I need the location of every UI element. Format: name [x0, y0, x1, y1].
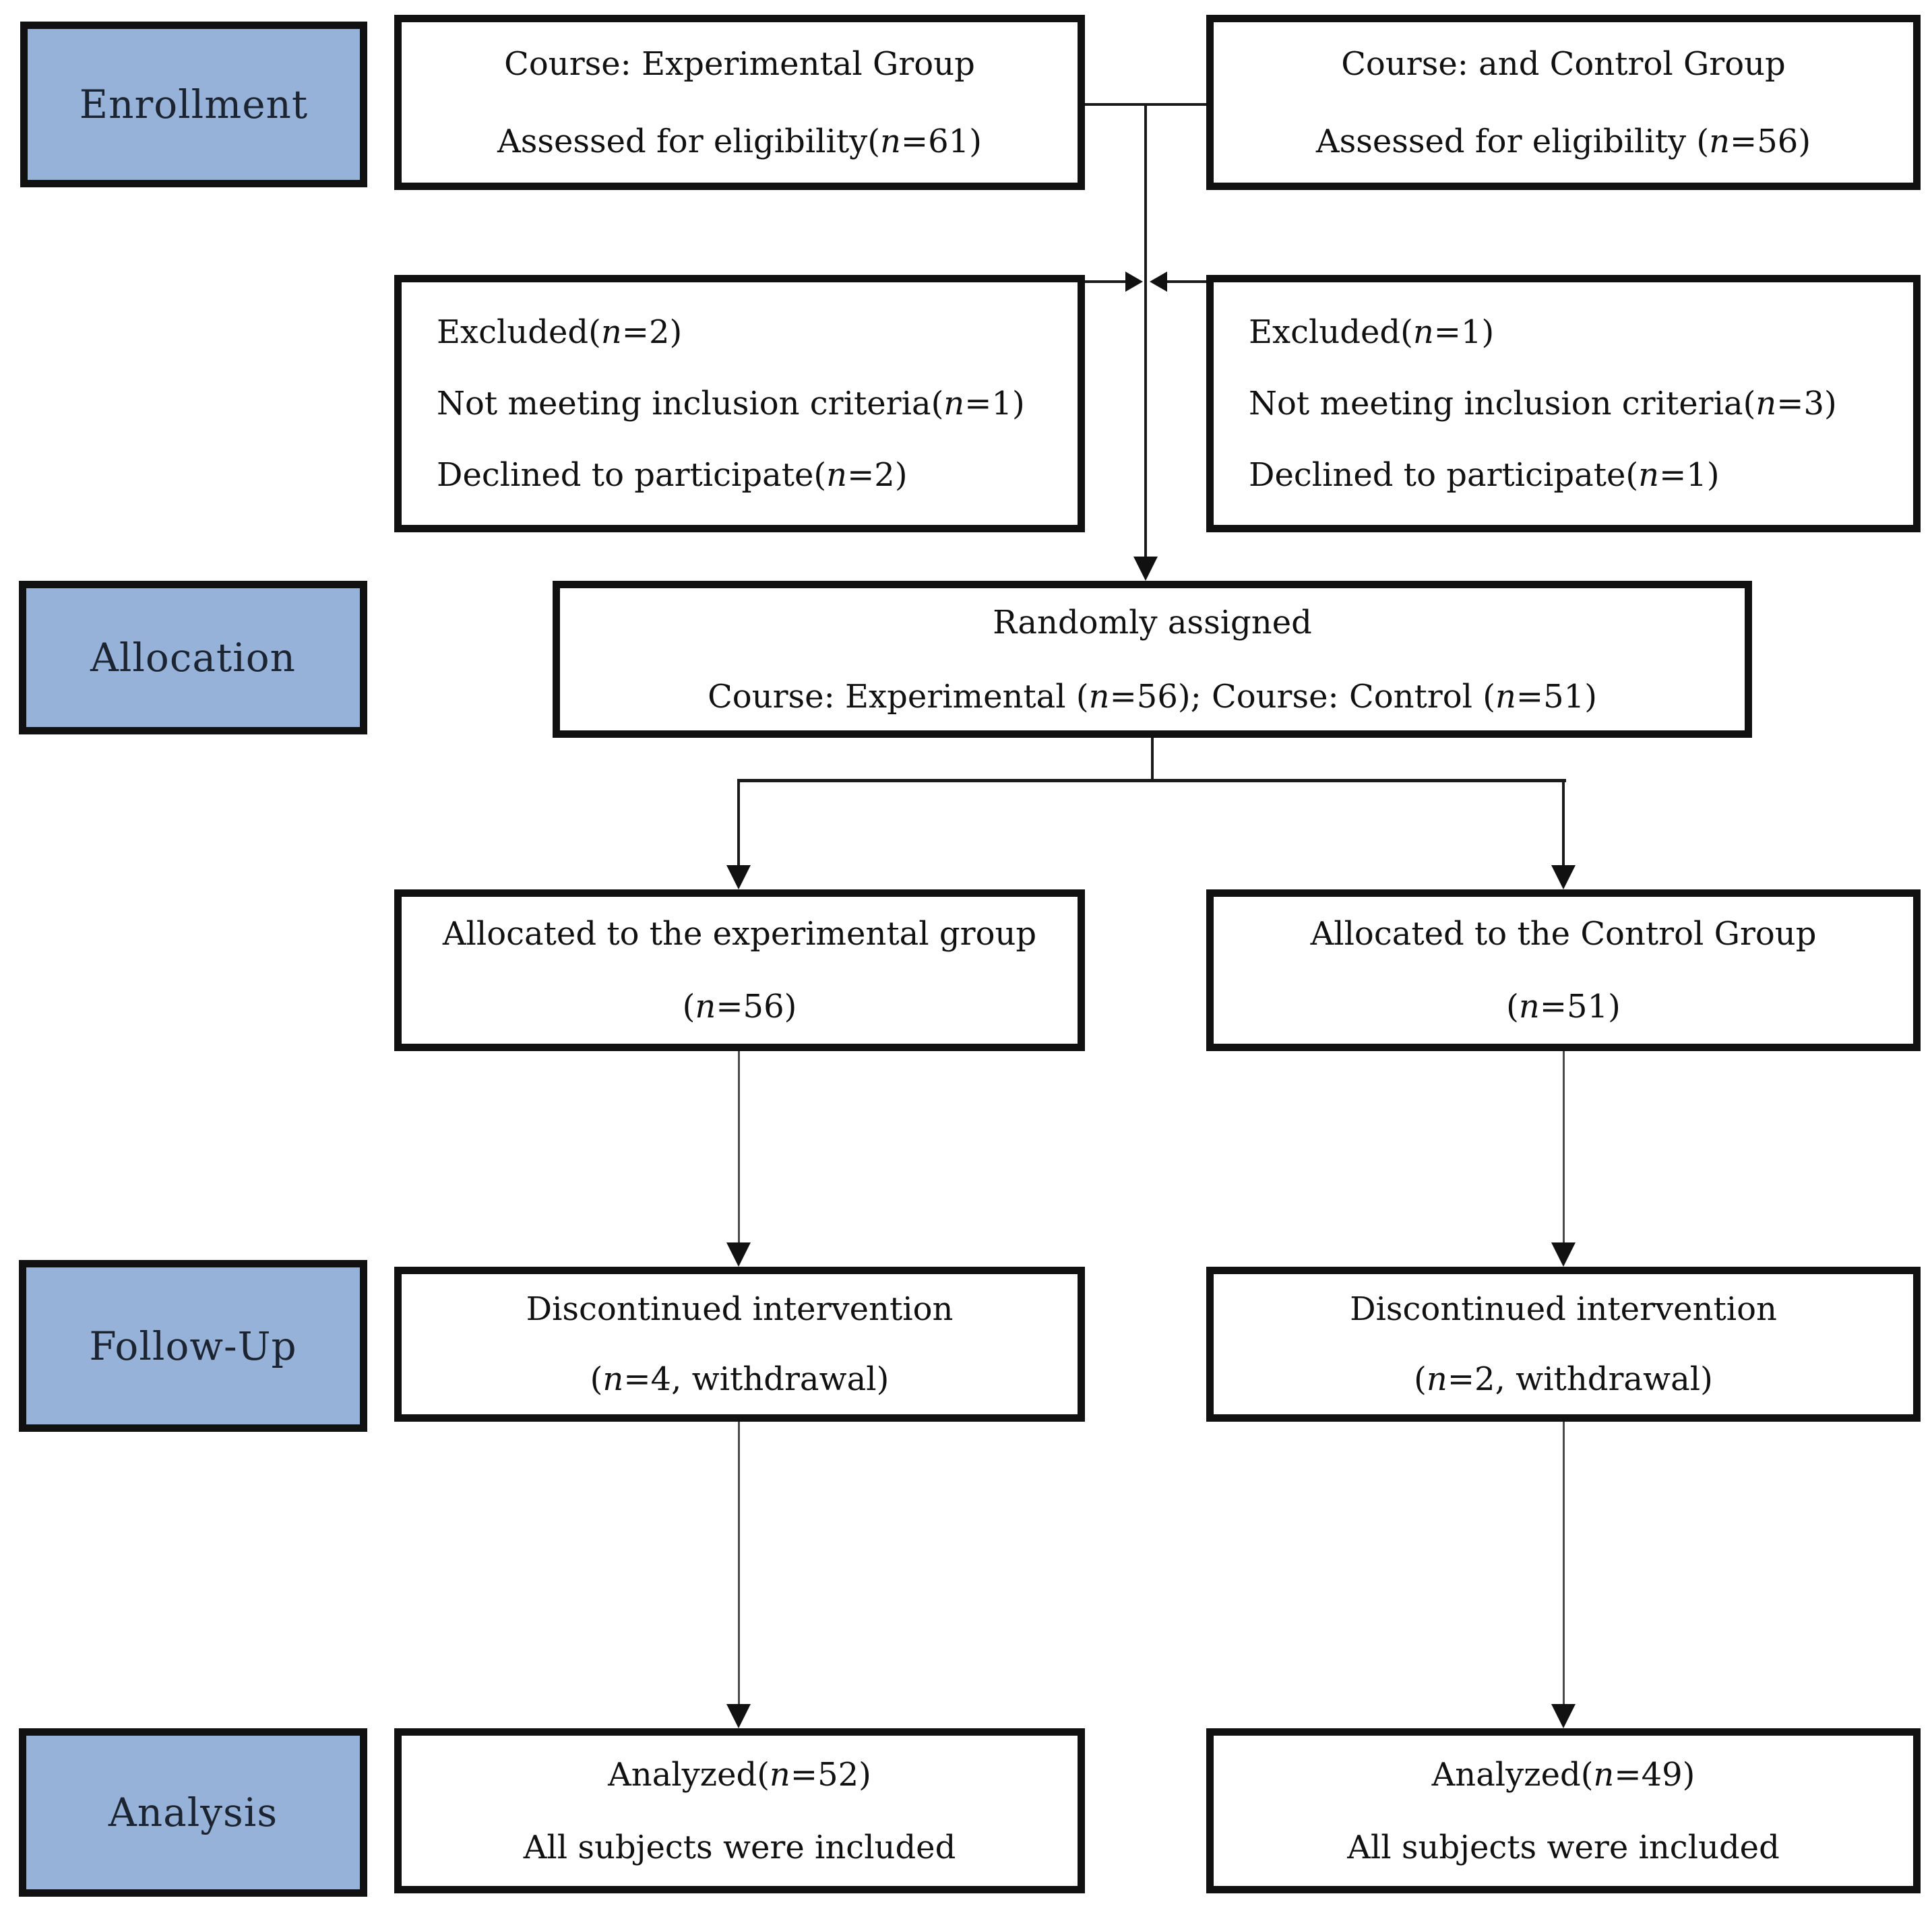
stage-allocation: Allocation	[19, 581, 367, 734]
text-line: Excluded(n=2)	[437, 313, 683, 351]
text-line: (n=56)	[682, 988, 797, 1026]
text-line: Allocated to the Control Group	[1310, 915, 1817, 953]
node-allocated-experimental: Allocated to the experimental group (n=5…	[394, 889, 1085, 1051]
text-line: Not meeting inclusion criteria(n=3)	[1249, 385, 1837, 422]
text-line: Declined to participate(n=1)	[1249, 456, 1720, 494]
arrow-down-icon	[1551, 1242, 1576, 1267]
connector-alloc-disc-right	[1563, 1051, 1565, 1242]
node-analyzed-experimental: Analyzed(n=52) All subjects were include…	[394, 1728, 1085, 1893]
connector-drop-right	[1562, 779, 1565, 865]
stage-enrollment: Enrollment	[20, 22, 367, 187]
connector-alloc-disc-left	[738, 1051, 740, 1242]
arrow-left-icon	[1150, 272, 1167, 292]
stage-analysis-label: Analysis	[108, 1790, 278, 1835]
stage-follow-up-label: Follow-Up	[89, 1323, 297, 1369]
connector-drop-left	[737, 779, 740, 865]
text-line: Excluded(n=1)	[1249, 313, 1495, 351]
text-line: (n=2, withdrawal)	[1414, 1360, 1713, 1398]
arrow-down-icon	[726, 1704, 751, 1728]
node-randomly-assigned: Randomly assigned Course: Experimental (…	[553, 581, 1752, 738]
arrow-down-icon	[1133, 557, 1158, 581]
arrow-down-icon	[726, 865, 751, 889]
text-line: Analyzed(n=52)	[608, 1755, 871, 1794]
text-line: Course: and Control Group	[1341, 44, 1786, 83]
node-excluded-control: Excluded(n=1) Not meeting inclusion crit…	[1206, 275, 1921, 532]
text-line: Discontinued intervention	[1350, 1290, 1777, 1328]
node-discontinued-control: Discontinued intervention (n=2, withdraw…	[1206, 1267, 1921, 1422]
text-line: Course: Experimental (n=56); Course: Con…	[708, 677, 1597, 716]
arrow-down-icon	[726, 1242, 751, 1267]
node-assessed-experimental: Course: Experimental Group Assessed for …	[394, 15, 1085, 190]
node-analyzed-control: Analyzed(n=49) All subjects were include…	[1206, 1728, 1921, 1893]
node-assessed-control: Course: and Control Group Assessed for e…	[1206, 15, 1921, 190]
text-line: Analyzed(n=49)	[1431, 1755, 1695, 1794]
connector-random-stub	[1151, 738, 1154, 780]
arrow-down-icon	[1551, 1704, 1576, 1728]
text-line: (n=4, withdrawal)	[590, 1360, 890, 1398]
stage-analysis: Analysis	[19, 1728, 367, 1897]
connector-central-vertical	[1144, 103, 1147, 557]
text-line: (n=51)	[1506, 988, 1621, 1026]
connector-split-horizontal	[737, 779, 1566, 782]
text-line: Assessed for eligibility(n=61)	[497, 122, 982, 160]
connector-excluded-left	[1085, 280, 1125, 283]
node-discontinued-experimental: Discontinued intervention (n=4, withdraw…	[394, 1267, 1085, 1422]
connector-disc-anal-right	[1563, 1422, 1565, 1704]
connector-disc-anal-left	[738, 1422, 740, 1704]
text-line: Randomly assigned	[993, 603, 1312, 641]
text-line: All subjects were included	[1347, 1828, 1780, 1866]
arrow-down-icon	[1551, 865, 1576, 889]
stage-allocation-label: Allocation	[90, 635, 297, 681]
text-line: Declined to participate(n=2)	[437, 456, 908, 494]
connector-excluded-right	[1167, 280, 1206, 283]
text-line: Course: Experimental Group	[504, 44, 975, 83]
text-line: All subjects were included	[523, 1828, 956, 1866]
text-line: Discontinued intervention	[526, 1290, 954, 1328]
arrow-right-icon	[1125, 272, 1143, 292]
text-line: Allocated to the experimental group	[442, 915, 1037, 953]
node-allocated-control: Allocated to the Control Group (n=51)	[1206, 889, 1921, 1051]
node-excluded-experimental: Excluded(n=2) Not meeting inclusion crit…	[394, 275, 1085, 532]
stage-enrollment-label: Enrollment	[79, 82, 309, 127]
text-line: Assessed for eligibility (n=56)	[1315, 122, 1811, 160]
stage-follow-up: Follow-Up	[19, 1260, 367, 1432]
text-line: Not meeting inclusion criteria(n=1)	[437, 385, 1025, 422]
